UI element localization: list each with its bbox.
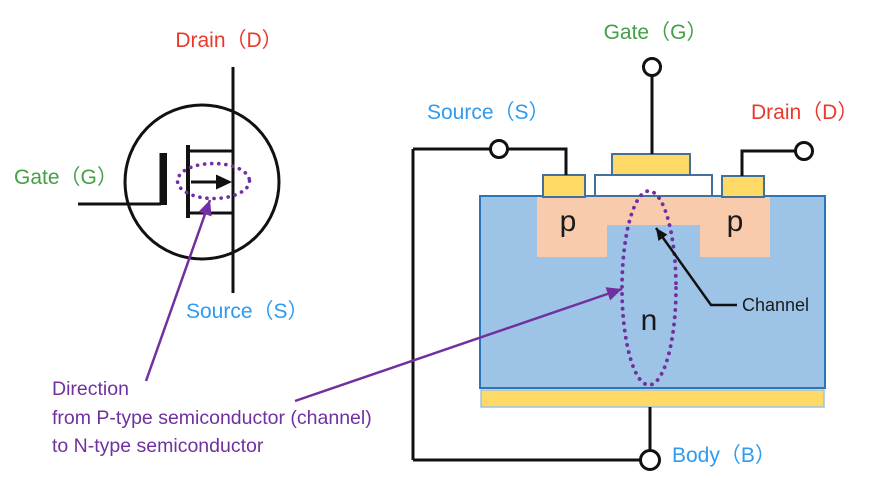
n-region-label: n xyxy=(640,304,658,337)
symbol-drain-label: Drain（D） xyxy=(175,29,283,52)
p-region-right-label: p xyxy=(726,205,744,238)
drain-terminal xyxy=(794,141,814,161)
direction-annotation-line1: Direction xyxy=(52,378,129,400)
body-arrow-head xyxy=(216,174,232,190)
channel-label: Channel xyxy=(742,295,810,315)
cs-drain-label: Drain（D） xyxy=(751,101,859,124)
source-contact xyxy=(542,174,586,198)
cs-gate-label: Gate（G） xyxy=(603,21,708,44)
annotation-arrow-to-symbol xyxy=(144,199,212,382)
annotation-arrow-to-cross-section xyxy=(294,287,623,403)
channel-ellipse xyxy=(620,189,678,387)
gate-terminal xyxy=(642,57,662,77)
source-terminal xyxy=(489,139,509,159)
mosfet-symbol xyxy=(78,67,281,293)
p-region xyxy=(537,197,770,257)
symbol-circle xyxy=(123,103,281,261)
p-region-left-label: p xyxy=(559,205,577,238)
wiring xyxy=(411,75,796,462)
cs-body-label: Body（B） xyxy=(672,444,776,467)
body-bottom-electrode xyxy=(480,389,825,408)
symbol-source-label: Source（S） xyxy=(186,300,309,323)
symbol-direction-ellipse xyxy=(175,161,252,201)
cs-source-label: Source（S） xyxy=(427,101,550,124)
gate-bar xyxy=(159,153,167,205)
channel-leader-arrow xyxy=(654,227,737,307)
direction-annotation: Direction from P-type semiconductor (cha… xyxy=(52,375,372,461)
body-terminal xyxy=(639,449,661,471)
gate-electrode xyxy=(611,153,691,176)
direction-annotation-line3: to N-type semiconductor xyxy=(52,435,264,457)
direction-annotation-line2: from P-type semiconductor (channel) xyxy=(52,406,372,429)
drain-contact xyxy=(721,175,765,198)
symbol-gate-label: Gate（G） xyxy=(14,166,118,189)
